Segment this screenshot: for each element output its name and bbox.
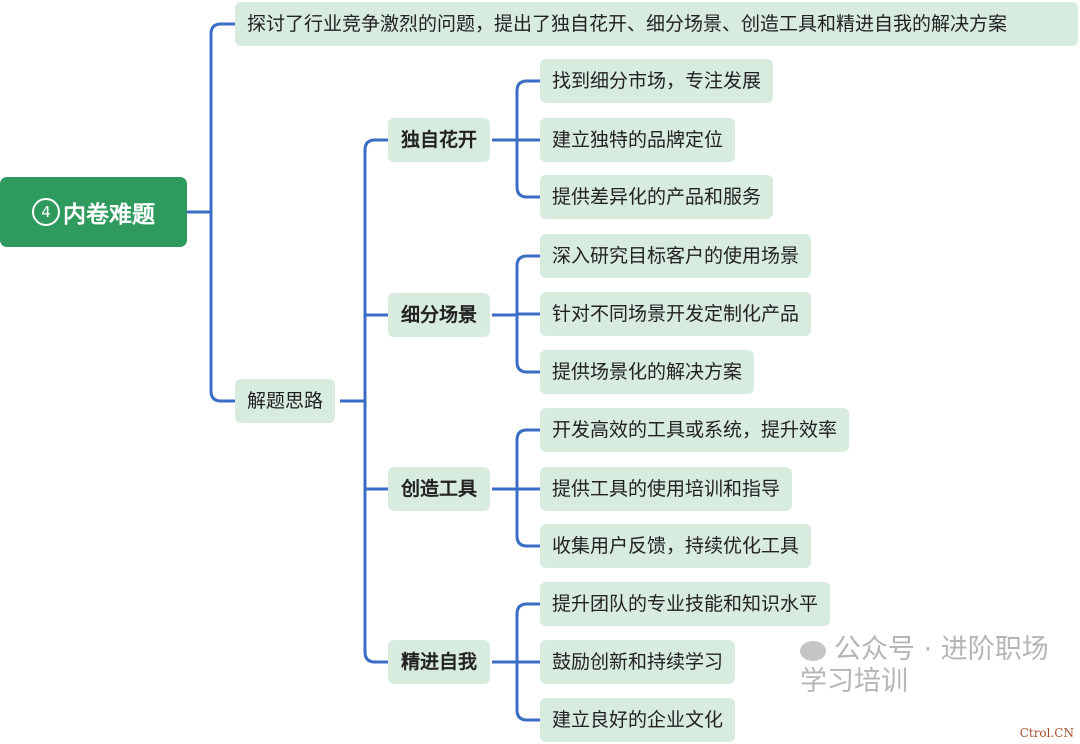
circled-number: 4 [32, 198, 60, 226]
leaf-node[interactable]: 提供场景化的解决方案 [540, 350, 755, 394]
leaf-node[interactable]: 建立良好的企业文化 [540, 698, 736, 742]
leaf-node[interactable]: 找到细分市场，专注发展 [540, 59, 774, 103]
watermark: 公众号 · 进阶职场学习培训 [800, 634, 1070, 698]
leaf-node[interactable]: 提供差异化的产品和服务 [540, 175, 774, 219]
leaf-node[interactable]: 针对不同场景开发定制化产品 [540, 292, 812, 336]
branch-node[interactable]: 创造工具 [388, 467, 491, 511]
wechat-icon [800, 640, 826, 661]
leaf-node[interactable]: 开发高效的工具或系统，提升效率 [540, 408, 850, 452]
leaf-node[interactable]: 提升团队的专业技能和知识水平 [540, 582, 831, 626]
leaf-node[interactable]: 提供工具的使用培训和指导 [540, 467, 793, 511]
root-node[interactable]: 4 内卷难题 [0, 177, 187, 247]
leaf-node[interactable]: 建立独特的品牌定位 [540, 118, 736, 162]
approach-node[interactable]: 解题思路 [235, 379, 336, 423]
branch-node[interactable]: 细分场景 [388, 293, 491, 337]
summary-node[interactable]: 探讨了行业竞争激烈的问题，提出了独自花开、细分场景、创造工具和精进自我的解决方案 [235, 2, 1078, 46]
leaf-node[interactable]: 深入研究目标客户的使用场景 [540, 234, 812, 278]
leaf-node[interactable]: 鼓励创新和持续学习 [540, 640, 736, 684]
branch-node[interactable]: 精进自我 [388, 640, 491, 684]
branch-node[interactable]: 独自花开 [388, 118, 491, 162]
leaf-node[interactable]: 收集用户反馈，持续优化工具 [540, 524, 812, 568]
credit-text: Ctrol.CN [1019, 726, 1074, 740]
root-title: 内卷难题 [63, 202, 155, 228]
watermark-text: 公众号 · 进阶职场学习培训 [800, 634, 1049, 697]
